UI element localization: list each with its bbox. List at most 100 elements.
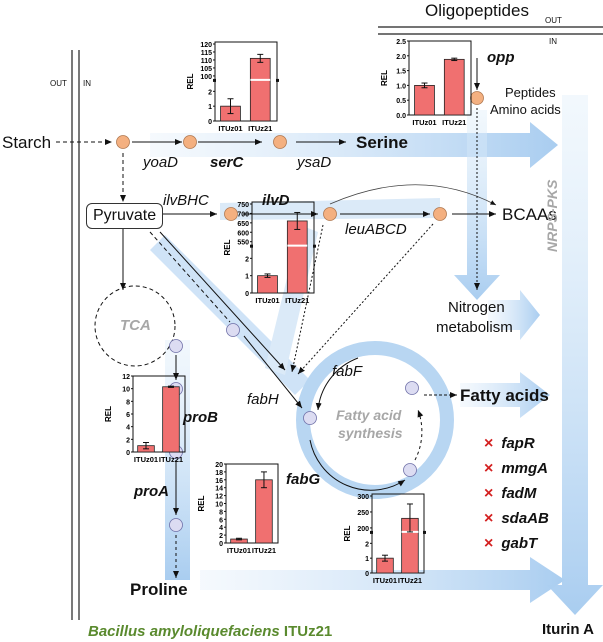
- deleted-x-icon: ×: [484, 535, 494, 552]
- pyruvate-box: Pyruvate: [86, 203, 164, 229]
- y-tick-label: 2: [365, 541, 369, 548]
- organism-species: Bacillus amyloliquefaciens: [88, 623, 280, 640]
- x-tick-label: ITUz01: [218, 124, 242, 133]
- bar-ITUz21: [255, 479, 273, 544]
- y-tick-label: 2: [208, 89, 212, 96]
- x-tick-label: ITUz01: [227, 546, 251, 555]
- bar-ITUz21: [286, 220, 308, 294]
- y-tick-label: 6: [219, 517, 223, 524]
- membrane-out-label: OUT: [50, 79, 67, 88]
- axis-break-mark: [213, 78, 216, 82]
- axis-break-mark: [423, 530, 426, 534]
- x-tick-label: ITUz21: [252, 546, 276, 555]
- y-axis-label: REL: [223, 239, 232, 255]
- deleted-gene-item: × fapR: [484, 436, 535, 452]
- gene-ilvBHC: ilvBHC: [163, 192, 209, 209]
- axis-break-mark: [276, 78, 279, 82]
- gene-fabG: fabG: [286, 471, 321, 488]
- x-tick-label: ITUz21: [398, 576, 422, 585]
- y-tick-label: 110: [201, 58, 212, 65]
- peptides-label: Peptides: [505, 85, 556, 100]
- serine-flow-arrow: [150, 122, 558, 168]
- y-tick-label: 200: [357, 526, 369, 533]
- iturin-a-label: Iturin A: [542, 621, 594, 638]
- y-tick-label: 300: [357, 494, 369, 501]
- y-tick-label: 1: [365, 556, 369, 563]
- serine-label: Serine: [356, 133, 408, 152]
- deleted-gene-name: fadM: [501, 485, 537, 502]
- deleted-gene-item: × mmgA: [484, 461, 548, 477]
- y-tick-label: 100: [200, 74, 212, 81]
- x-tick-label: ITUz01: [412, 118, 436, 127]
- y-tick-label: 550: [237, 240, 249, 247]
- y-tick-label: 10: [215, 502, 223, 509]
- metabolism-label: metabolism: [436, 319, 513, 336]
- y-tick-label: 1.5: [396, 69, 406, 76]
- y-tick-label: 12: [122, 374, 130, 381]
- deleted-gene-name: fapR: [501, 435, 535, 452]
- deleted-x-icon: ×: [484, 510, 494, 527]
- y-tick-label: 750: [237, 202, 249, 209]
- y-tick-label: 0: [365, 571, 369, 578]
- x-tick-label: ITUz21: [248, 124, 272, 133]
- y-tick-label: 1.0: [396, 83, 406, 90]
- y-tick-label: 2: [126, 437, 130, 444]
- deleted-gene-name: mmgA: [501, 460, 549, 477]
- x-tick-label: ITUz21: [442, 118, 466, 127]
- proline-flow-arrow: [200, 557, 565, 603]
- gene-leuABCD: leuABCD: [345, 221, 407, 238]
- nitrogen-flow-arrow: [488, 290, 540, 340]
- y-tick-label: 115: [201, 50, 212, 57]
- deleted-x-icon: ×: [484, 435, 494, 452]
- y-tick-label: 8: [219, 509, 223, 516]
- bar-ITUz21: [162, 386, 180, 453]
- y-axis-label: REL: [343, 525, 352, 541]
- deleted-gene-item: ×gabT: [484, 536, 537, 552]
- nitrogen-label: Nitrogen: [448, 299, 505, 316]
- intermediate-node: [303, 411, 317, 425]
- y-tick-label: 0.5: [396, 98, 406, 105]
- y-tick-label: 2: [219, 533, 223, 540]
- deleted-x-icon: ×: [484, 460, 494, 477]
- deleted-gene-name: sdaAB: [501, 510, 549, 527]
- gene-yoaD: yoaD: [143, 154, 179, 171]
- bar-ITUz01: [257, 275, 278, 294]
- metabolite-node: [273, 135, 287, 149]
- y-tick-label: 650: [237, 221, 249, 228]
- metabolite-node: [224, 207, 238, 221]
- membrane-top-in-label: IN: [549, 37, 557, 46]
- y-axis-label: REL: [186, 73, 195, 89]
- metabolite-node: [183, 135, 197, 149]
- fatty-acid-flow-arrow: [460, 372, 550, 418]
- y-axis-label: REL: [380, 70, 389, 86]
- deleted-gene-item: × sdaAB: [484, 511, 549, 527]
- gene-ysaD: ysaD: [297, 154, 332, 171]
- y-tick-label: 1: [208, 104, 212, 111]
- bar-ITUz21: [443, 58, 465, 116]
- x-tick-label: ITUz01: [373, 576, 397, 585]
- gene-proA: proA: [134, 483, 169, 500]
- y-tick-label: 0: [208, 119, 212, 126]
- y-tick-label: 18: [215, 470, 223, 477]
- y-tick-label: 600: [237, 230, 249, 237]
- deleted-gene-item: ×fadM: [484, 486, 536, 502]
- starch-label: Starch: [2, 133, 52, 152]
- gene-proB: proB: [183, 409, 218, 426]
- y-tick-label: 12: [215, 494, 223, 501]
- gene-fabF: fabF: [332, 363, 363, 380]
- metabolite-node: [116, 135, 130, 149]
- nrps-pks-label: NRPS-PKS: [544, 179, 560, 252]
- y-tick-label: 2.5: [396, 39, 406, 46]
- y-tick-label: 250: [357, 510, 369, 517]
- nrps-pks-flow-arrow: [547, 95, 603, 615]
- organism-caption: Bacillus amyloliquefaciens ITUz21: [88, 624, 332, 639]
- y-tick-label: 20: [215, 462, 223, 469]
- proline-label: Proline: [130, 580, 188, 599]
- gene-ilvD: ilvD: [262, 192, 290, 209]
